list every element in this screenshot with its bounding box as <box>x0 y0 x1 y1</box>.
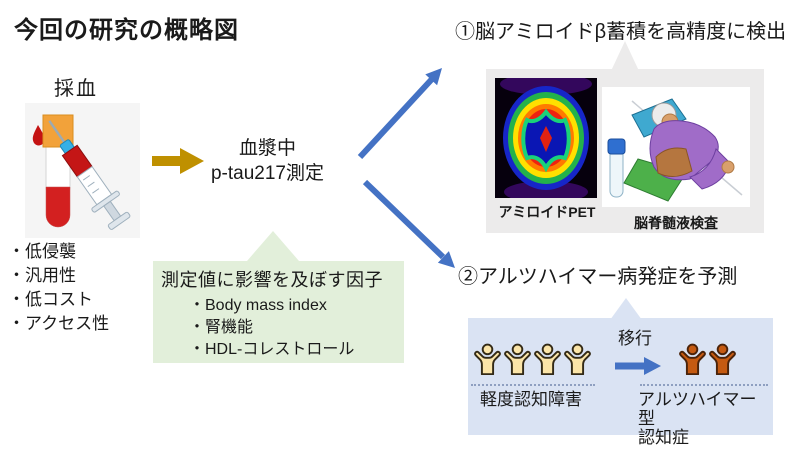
evidence-panel: アミロイドPET 脳脊髄液検査 <box>486 69 764 233</box>
person-icon <box>533 343 562 375</box>
prediction-panel: 軽度認知障害 移行 アルツハイマー型 認知症 <box>468 318 773 447</box>
mci-person-group <box>473 343 592 375</box>
flow-arrow-icon <box>152 148 204 174</box>
sample-tube-icon <box>607 138 626 198</box>
merit-list: ・低侵襲 ・汎用性 ・低コスト ・アクセス性 <box>8 240 109 336</box>
prediction-callout-triangle <box>610 298 642 320</box>
person-icon <box>678 343 707 375</box>
merit-item: ・低侵襲 <box>8 242 76 261</box>
person-icon <box>473 343 502 375</box>
person-icon <box>708 343 737 375</box>
ad-person-group <box>678 343 737 375</box>
transition-arrow-icon <box>615 357 661 375</box>
factors-callout: 測定値に影響を及ぼす因子 ・Body mass index ・腎機能 ・HDL-… <box>153 261 404 363</box>
ad-underline <box>640 384 768 386</box>
evidence-callout-triangle <box>611 41 639 71</box>
merit-item: ・汎用性 <box>8 266 76 285</box>
mci-underline <box>471 384 595 386</box>
ad-label-line2: 認知症 <box>638 428 689 447</box>
ad-label-line1: アルツハイマー型 <box>638 390 757 428</box>
ad-label: アルツハイマー型 認知症 <box>638 390 773 447</box>
blood-sampling-label: 採血 <box>54 78 98 100</box>
amyloid-pet-brain-image <box>495 78 597 198</box>
plasma-line2: p-tau217測定 <box>210 163 324 184</box>
factor-item: ・HDL-コレストロール <box>189 341 355 358</box>
factors-title: 測定値に影響を及ぼす因子 <box>161 270 383 290</box>
factors-callout-triangle <box>247 231 299 261</box>
diverge-arrows <box>357 68 455 268</box>
blood-drop-icon <box>32 125 45 146</box>
csf-exam-label: 脳脊髄液検査 <box>634 215 718 231</box>
blanket-shape <box>655 147 693 177</box>
person-icon <box>563 343 592 375</box>
lumbar-puncture-illustration <box>602 87 750 207</box>
blood-sampling-image <box>25 103 140 238</box>
feet-shape <box>721 160 735 174</box>
plasma-line1: 血漿中 <box>238 138 296 159</box>
blood-tube-syringe-icon <box>32 114 131 230</box>
amyloid-pet-label: アミロイドPET <box>498 204 596 220</box>
diverge-arrow-up-icon <box>357 68 442 160</box>
mci-label: 軽度認知障害 <box>480 390 582 409</box>
transition-label: 移行 <box>618 329 652 348</box>
predict-heading: ②アルツハイマー病発症を予測 <box>458 266 738 288</box>
page-title: 今回の研究の概略図 <box>14 17 239 44</box>
person-icon <box>503 343 532 375</box>
diverge-arrow-down-icon <box>362 179 455 268</box>
merit-item: ・アクセス性 <box>8 314 110 333</box>
merit-item: ・低コスト <box>8 290 93 309</box>
detect-heading: ①脳アミロイドβ蓄積を高精度に検出 <box>455 21 787 43</box>
plasma-ptau-label: 血漿中 p-tau217測定 <box>180 136 355 186</box>
factors-list: ・Body mass index ・腎機能 ・HDL-コレストロール <box>189 295 396 361</box>
factor-item: ・Body mass index <box>189 297 327 314</box>
syringe-icon <box>48 120 131 230</box>
factor-item: ・腎機能 <box>189 319 254 336</box>
